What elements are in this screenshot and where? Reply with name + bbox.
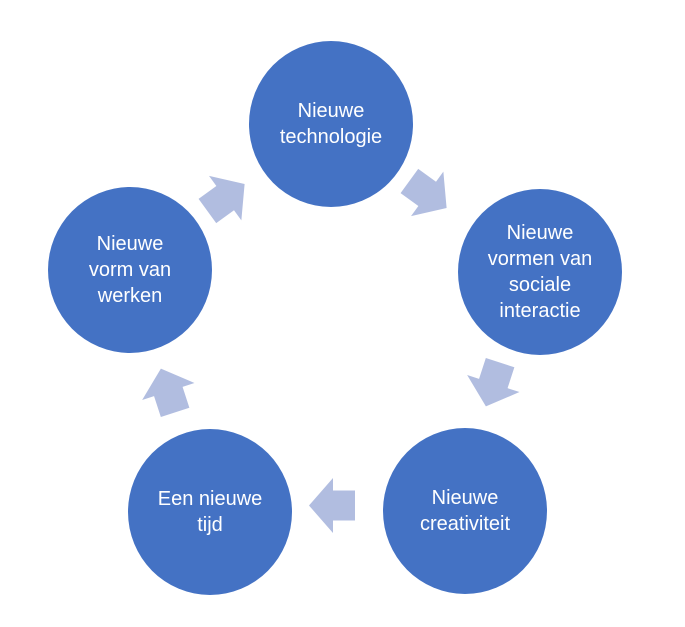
- node-label: Nieuwe creativiteit: [419, 487, 511, 535]
- cycle-node-sociale-interactie: Nieuwe vormen van sociale interactie: [458, 189, 622, 355]
- arrow-tijd-to-werken-icon: [142, 368, 195, 418]
- cycle-node-een-nieuwe-tijd: Een nieuwe tijd: [128, 429, 292, 595]
- arrow-interactie-to-creativiteit-icon: [467, 357, 520, 407]
- cycle-node-vorm-van-werken: Nieuwe vorm van werken: [48, 187, 212, 353]
- cycle-node-nieuwe-technologie: Nieuwe technologie: [249, 41, 413, 207]
- arrow-technologie-to-interactie-icon: [400, 168, 447, 217]
- arrow-werken-to-technologie-icon: [198, 175, 245, 224]
- node-label: Een nieuwe tijd: [157, 488, 263, 536]
- node-label: Nieuwe vormen van sociale interactie: [487, 222, 593, 322]
- node-label: Nieuwe technologie: [279, 100, 383, 148]
- cycle-node-nieuwe-creativiteit: Nieuwe creativiteit: [383, 428, 547, 594]
- node-label: Nieuwe vorm van werken: [88, 233, 172, 307]
- arrow-creativiteit-to-tijd-icon: [309, 478, 355, 533]
